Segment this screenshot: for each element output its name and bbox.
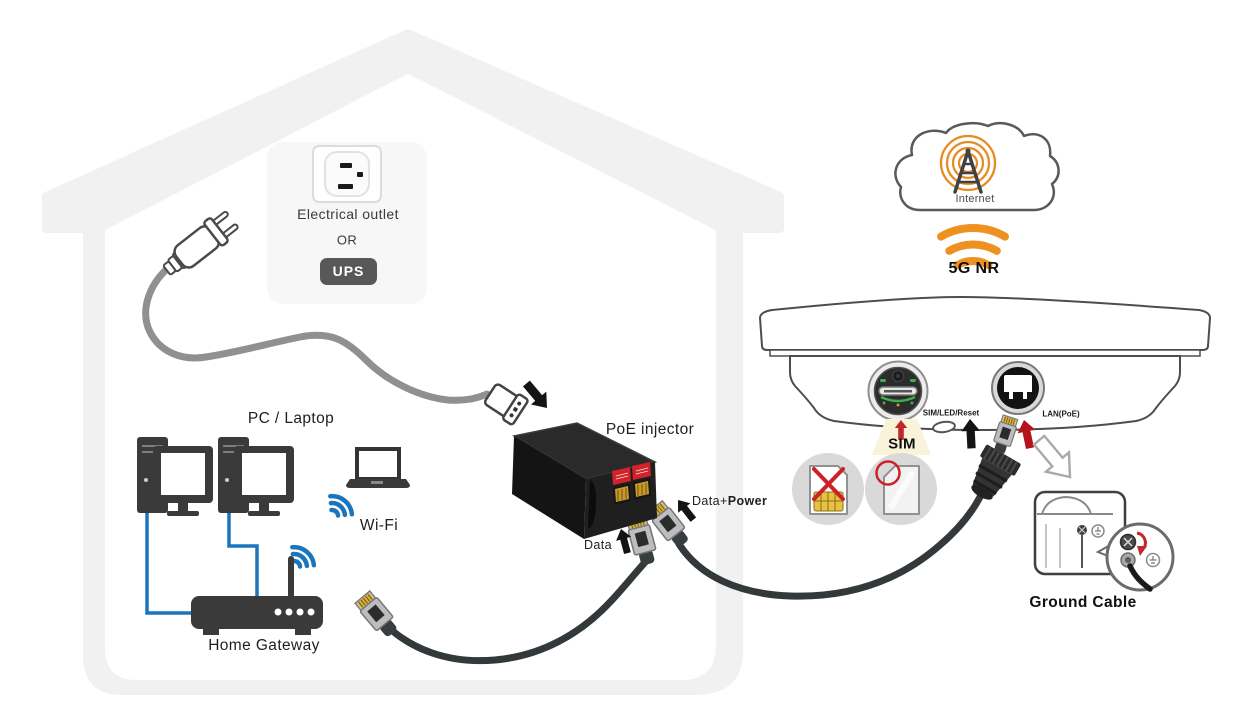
internet-cloud-icon: [894, 121, 1060, 212]
outlet-card: [267, 142, 427, 304]
router-icon: [191, 556, 323, 635]
ground-symbol-icon: [1145, 552, 1161, 568]
sim-label: SIM: [888, 435, 916, 453]
laptop-icon: [346, 447, 410, 488]
cable-gland: [971, 444, 1021, 500]
lan-poe-port: [991, 361, 1045, 415]
ground-cable-label: Ground Cable: [1029, 594, 1137, 611]
arrow-icon: [1026, 429, 1083, 488]
or-label: OR: [336, 232, 358, 248]
poe-injector-label: PoE injector: [605, 421, 695, 438]
sim-card-correct-icon: [865, 453, 937, 525]
ethernet-cable: [675, 493, 984, 600]
poe-injector-box: [511, 422, 658, 539]
home-gateway-label: Home Gateway: [208, 637, 320, 654]
power-cord: [142, 264, 491, 404]
desktop-pc-icon: [137, 437, 213, 516]
lan-cables: [145, 513, 259, 615]
sim-port-label: SIM/LED/Reset: [922, 408, 980, 418]
house: [42, 29, 784, 695]
power-plug-icon: [162, 210, 239, 276]
sim-card-wrong-icon: [792, 453, 864, 525]
outdoor-unit: [758, 295, 1212, 434]
port-cover: [932, 420, 956, 434]
lan-port-label: LAN(PoE): [1042, 409, 1080, 419]
wifi-signal-icon: [328, 493, 355, 518]
ups-badge: UPS: [320, 258, 377, 285]
data-label: Data: [583, 538, 613, 552]
data-power-label: Data+Power: [692, 494, 768, 508]
5g-signal-icon: [937, 224, 1009, 270]
ground-cable-card: [1033, 490, 1175, 592]
antenna-tower-icon: [953, 148, 983, 194]
internet-label: Internet: [955, 193, 995, 205]
ground-symbol-icon: [1091, 524, 1105, 538]
pc-laptop-label: PC / Laptop: [247, 410, 335, 427]
ethernet-cable: [379, 555, 652, 665]
5g-nr-label: 5G NR: [948, 260, 1000, 277]
power-connector-icon: [483, 383, 529, 426]
sim-led-reset-port: [867, 360, 929, 422]
desktop-pc-icon: [218, 437, 294, 516]
sim-insert-callout: [872, 419, 931, 455]
house-interior: [105, 74, 716, 680]
magnifier-callout: [1095, 522, 1175, 592]
electrical-outlet-label: Electrical outlet: [297, 206, 399, 222]
wifi-label: Wi-Fi: [359, 517, 399, 534]
electrical-outlet-icon: [312, 145, 382, 203]
